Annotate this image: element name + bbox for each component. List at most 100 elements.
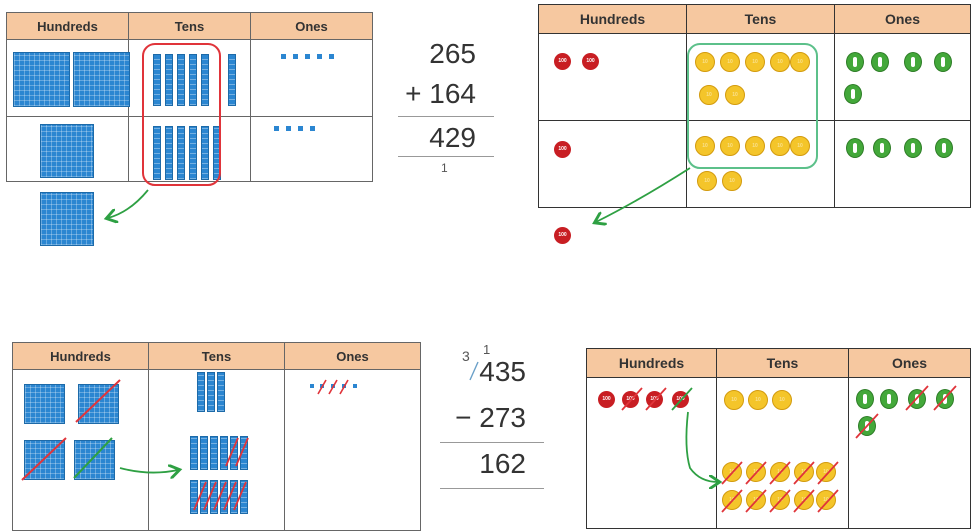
unit-cube bbox=[305, 54, 310, 59]
ten-disc: 10 bbox=[816, 490, 836, 510]
ten-disc: 10 bbox=[725, 85, 745, 105]
hundred-flat bbox=[74, 440, 115, 480]
one-disc bbox=[871, 52, 889, 72]
ten-disc: 10 bbox=[794, 490, 814, 510]
unit-cube bbox=[342, 384, 346, 388]
ten-rod bbox=[201, 54, 209, 106]
unit-cube bbox=[329, 54, 334, 59]
ten-rod bbox=[165, 54, 173, 106]
hundred-flat bbox=[13, 52, 70, 107]
tens-cell bbox=[686, 120, 835, 208]
ten-rod bbox=[207, 372, 215, 412]
one-disc bbox=[846, 52, 864, 72]
header-hundreds: Hundreds bbox=[586, 348, 717, 378]
one-disc bbox=[880, 389, 898, 409]
subtrahend: − 273 bbox=[455, 402, 526, 433]
ten-disc: 10 bbox=[745, 136, 765, 156]
ones-cell bbox=[250, 39, 373, 117]
minuend: 435 bbox=[479, 356, 526, 387]
ten-disc: 10 bbox=[790, 136, 810, 156]
ones-cell bbox=[284, 369, 421, 531]
ones-cell bbox=[834, 33, 971, 121]
hundred-flat bbox=[78, 384, 119, 424]
ten-disc: 10 bbox=[746, 462, 766, 482]
ten-disc: 10 bbox=[794, 462, 814, 482]
one-disc bbox=[846, 138, 864, 158]
ten-rod bbox=[210, 436, 218, 470]
ten-disc: 10 bbox=[695, 52, 715, 72]
ten-rod bbox=[201, 126, 209, 180]
ten-rod bbox=[240, 480, 248, 514]
ten-disc: 10 bbox=[697, 171, 717, 191]
header-ones: Ones bbox=[250, 12, 373, 40]
unit-cube bbox=[274, 126, 279, 131]
unit-cube bbox=[310, 384, 314, 388]
unit-cube bbox=[331, 384, 335, 388]
hundred-disc: 100 bbox=[582, 53, 599, 70]
ten-rod bbox=[213, 126, 221, 180]
addend-bottom: + 164 bbox=[405, 78, 476, 109]
tens-cell bbox=[686, 33, 835, 121]
ten-disc: 10 bbox=[724, 390, 744, 410]
ten-disc: 10 bbox=[746, 490, 766, 510]
header-ones: Ones bbox=[834, 4, 971, 34]
one-disc bbox=[844, 84, 862, 104]
one-disc bbox=[904, 138, 922, 158]
ten-disc: 10 bbox=[748, 390, 768, 410]
ten-disc: 10 bbox=[720, 136, 740, 156]
ten-disc: 10 bbox=[722, 462, 742, 482]
unit-cube bbox=[298, 126, 303, 131]
unit-cube bbox=[281, 54, 286, 59]
addend-top: 265 bbox=[429, 38, 476, 69]
ten-rod bbox=[200, 436, 208, 470]
header-hundreds: Hundreds bbox=[12, 342, 149, 370]
ten-disc: 10 bbox=[722, 490, 742, 510]
hundred-disc: 100 bbox=[598, 391, 615, 408]
one-disc bbox=[935, 138, 953, 158]
ten-disc: 10 bbox=[770, 490, 790, 510]
ten-rod bbox=[210, 480, 218, 514]
hundred-disc: 100 bbox=[646, 391, 663, 408]
ten-rod bbox=[220, 436, 228, 470]
unit-cube bbox=[353, 384, 357, 388]
header-hundreds: Hundreds bbox=[6, 12, 129, 40]
unit-cube bbox=[320, 384, 324, 388]
regroup-arrow bbox=[108, 189, 149, 218]
unit-cube bbox=[286, 126, 291, 131]
ten-rod bbox=[217, 372, 225, 412]
borrow-small-digit: 3 bbox=[462, 348, 470, 364]
hundred-disc: 100 bbox=[554, 141, 571, 158]
hundred-disc: 100 bbox=[622, 391, 639, 408]
hundred-flat bbox=[24, 440, 65, 480]
difference-result: 162 bbox=[479, 448, 526, 479]
sum-line bbox=[398, 116, 494, 117]
unit-cube bbox=[293, 54, 298, 59]
ten-disc: 10 bbox=[770, 136, 790, 156]
ten-disc: 10 bbox=[745, 52, 765, 72]
ten-rod bbox=[190, 436, 198, 470]
hundred-flat bbox=[24, 384, 65, 424]
one-disc bbox=[873, 138, 891, 158]
ten-rod bbox=[189, 54, 197, 106]
ten-disc: 10 bbox=[720, 52, 740, 72]
ones-cell bbox=[834, 120, 971, 208]
ten-rod bbox=[153, 54, 161, 106]
header-tens: Tens bbox=[686, 4, 835, 34]
ten-rod bbox=[240, 436, 248, 470]
header-ones: Ones bbox=[848, 348, 971, 378]
ten-rod bbox=[189, 126, 197, 180]
ten-disc: 10 bbox=[770, 52, 790, 72]
hundreds-cell bbox=[538, 33, 687, 121]
one-disc bbox=[908, 389, 926, 409]
header-tens: Tens bbox=[716, 348, 849, 378]
difference-line bbox=[440, 442, 544, 443]
hundred-flat bbox=[40, 192, 94, 246]
carry-line bbox=[398, 156, 494, 157]
ten-disc: 10 bbox=[699, 85, 719, 105]
hundred-flat bbox=[40, 124, 94, 178]
hundred-disc: 100 bbox=[672, 391, 689, 408]
bottom-line bbox=[440, 488, 544, 489]
ten-disc: 10 bbox=[695, 136, 715, 156]
hundred-disc: 100 bbox=[554, 53, 571, 70]
hundreds-cell bbox=[538, 120, 687, 208]
